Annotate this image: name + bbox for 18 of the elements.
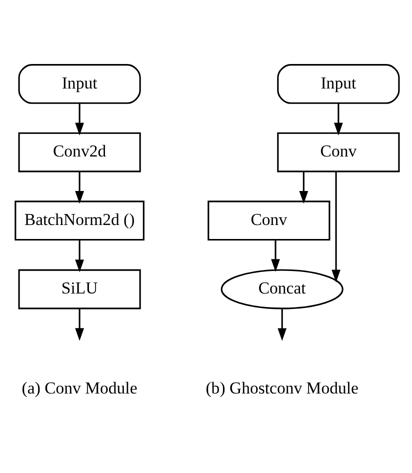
arrow <box>278 309 287 341</box>
arrow <box>299 172 308 204</box>
node-box: SiLU <box>18 269 141 310</box>
arrow <box>75 172 84 204</box>
arrow <box>334 103 343 136</box>
node-box: Input <box>277 64 400 104</box>
arrow <box>75 308 84 341</box>
node-box: Conv2d <box>18 132 141 172</box>
label: (a) Conv Module <box>22 378 138 398</box>
arrow <box>75 103 84 136</box>
arrow <box>75 240 84 272</box>
node-box: BatchNorm2d () <box>14 200 144 241</box>
label: (b) Ghostconv Module <box>206 378 358 398</box>
arrow <box>271 240 280 272</box>
arrow <box>332 172 340 282</box>
node-box: Input <box>18 64 141 104</box>
node-box: Conv <box>208 200 330 241</box>
node-box: Conv <box>277 132 400 172</box>
